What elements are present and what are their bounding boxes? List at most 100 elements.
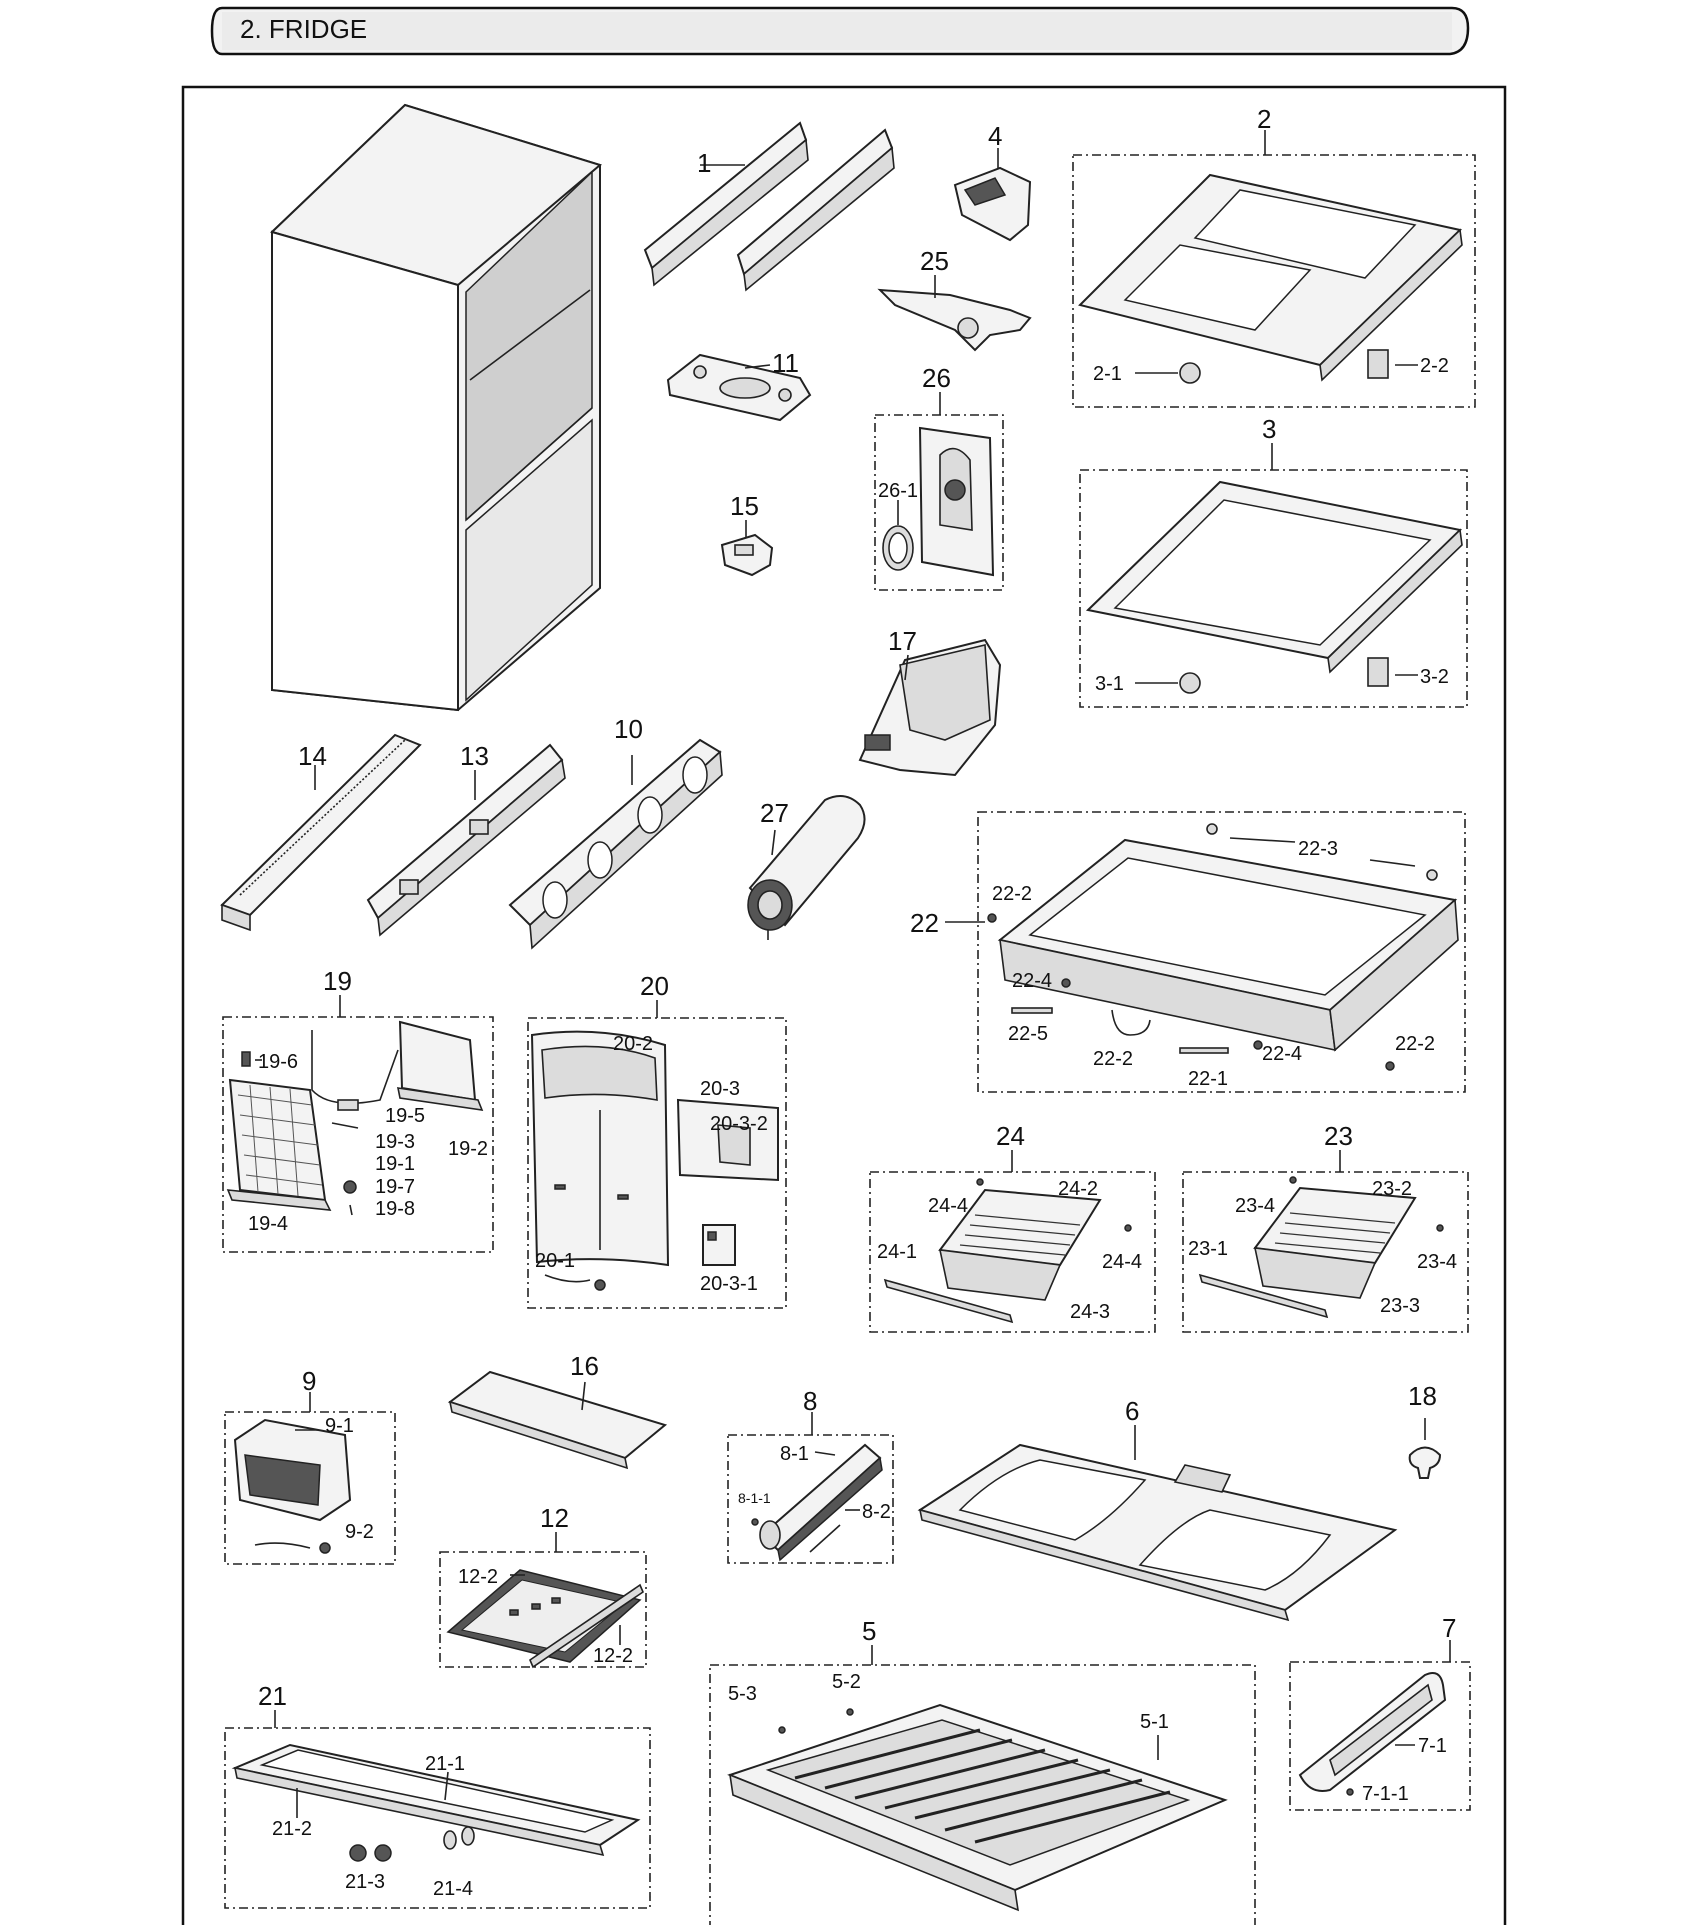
callout-19-6: 19-6	[258, 1051, 298, 1073]
callout-19-4: 19-4	[248, 1213, 288, 1235]
callout-5-2: 5-2	[832, 1671, 861, 1693]
callout-21-4: 21-4	[433, 1878, 473, 1900]
callout-20-3-2: 20-3-2	[710, 1113, 768, 1135]
callout-12: 12	[540, 1503, 569, 1533]
callout-3-2: 3-2	[1420, 666, 1449, 688]
callout-3: 3	[1262, 414, 1276, 444]
callout-8-1: 8-1	[780, 1443, 809, 1465]
callout-26-1: 26-1	[878, 480, 918, 502]
callout-16: 16	[570, 1351, 599, 1381]
callout-24-2: 24-2	[1058, 1178, 1098, 1200]
callout-22-3: 22-3	[1298, 838, 1338, 860]
callout-3-1: 3-1	[1095, 673, 1124, 695]
callout-14: 14	[298, 741, 327, 771]
callout-24-1: 24-1	[877, 1241, 917, 1263]
callout-23: 23	[1324, 1121, 1353, 1151]
callout-12-2-top: 12-2	[458, 1566, 498, 1588]
callout-13: 13	[460, 741, 489, 771]
part-21-cover	[231, 1743, 641, 1862]
callout-22: 22	[910, 908, 939, 938]
callout-24-3: 24-3	[1070, 1301, 1110, 1323]
part-10	[508, 738, 723, 950]
callout-8: 8	[803, 1386, 817, 1416]
part-26	[882, 426, 995, 577]
callout-20-3-1: 20-3-1	[700, 1273, 758, 1295]
section-header: 2. FRIDGE	[210, 6, 1470, 56]
callout-22-5: 22-5	[1008, 1023, 1048, 1045]
callout-23-3: 23-3	[1380, 1295, 1420, 1317]
callout-1: 1	[697, 148, 711, 178]
part-8-guide	[751, 1443, 883, 1562]
callout-22-1: 22-1	[1188, 1068, 1228, 1090]
callout-26: 26	[922, 363, 951, 393]
part-1-rails	[643, 121, 895, 292]
part-6-shelf	[917, 1425, 1398, 1622]
part-14	[220, 733, 422, 932]
assembly-box-24	[869, 1171, 1156, 1333]
callout-22-4-left: 22-4	[1012, 970, 1052, 992]
callout-24: 24	[996, 1121, 1025, 1151]
callout-19-3: 19-3	[375, 1131, 415, 1153]
callout-20-2: 20-2	[613, 1033, 653, 1055]
part-23-crisper	[1198, 1176, 1444, 1319]
callout-17: 17	[888, 626, 917, 656]
callout-21: 21	[258, 1681, 287, 1711]
callout-22-2-right: 22-2	[1395, 1033, 1435, 1055]
callout-9: 9	[302, 1366, 316, 1396]
assembly-box-22	[977, 811, 1466, 1093]
callout-18: 18	[1408, 1381, 1437, 1411]
assembly-box-23	[1182, 1171, 1469, 1333]
assembly-box-3	[1079, 469, 1468, 708]
callout-21-1: 21-1	[425, 1753, 465, 1775]
diagram-frame	[181, 85, 1507, 1925]
callout-23-4-right: 23-4	[1417, 1251, 1457, 1273]
callout-9-1: 9-1	[325, 1415, 354, 1437]
assembly-box-2	[1072, 154, 1476, 408]
callout-19-2: 19-2	[448, 1138, 488, 1160]
callout-2-2: 2-2	[1420, 355, 1449, 377]
callout-27: 27	[760, 798, 789, 828]
part-22-shelf	[945, 823, 1459, 1071]
part-16-cover	[447, 1370, 668, 1470]
section-title: 2. FRIDGE	[240, 14, 367, 44]
assembly-box-12	[439, 1551, 647, 1668]
assembly-box-19	[222, 1016, 494, 1253]
part-24-crisper	[883, 1178, 1132, 1324]
part-15	[720, 520, 774, 577]
callout-5-3: 5-3	[728, 1683, 757, 1705]
callout-21-2: 21-2	[272, 1818, 312, 1840]
fridge-cabinet	[270, 103, 603, 712]
assembly-box-21	[224, 1727, 651, 1909]
callout-19-7: 19-7	[375, 1176, 415, 1198]
callout-19: 19	[323, 966, 352, 996]
callout-5: 5	[862, 1616, 876, 1646]
callout-25: 25	[920, 246, 949, 276]
callout-19-8: 19-8	[375, 1198, 415, 1220]
part-12-panel	[446, 1569, 644, 1669]
part-3-shelf	[1085, 480, 1463, 694]
callout-7-1: 7-1	[1418, 1735, 1447, 1757]
callout-10: 10	[614, 714, 643, 744]
callout-5-1: 5-1	[1140, 1711, 1169, 1733]
part-7-cover	[1298, 1672, 1447, 1796]
callout-22-4-right: 22-4	[1262, 1043, 1302, 1065]
part-5-drawer	[727, 1703, 1228, 1912]
assembly-box-26	[874, 414, 1004, 591]
part-19-basket	[226, 1020, 484, 1216]
callout-20-1: 20-1	[535, 1250, 575, 1272]
callout-7: 7	[1442, 1613, 1456, 1643]
callout-15: 15	[730, 491, 759, 521]
assembly-box-8	[727, 1434, 894, 1564]
callout-4: 4	[988, 121, 1002, 151]
callout-2-1: 2-1	[1093, 363, 1122, 385]
assembly-box-7	[1289, 1661, 1471, 1811]
callout-11: 11	[772, 348, 799, 378]
callout-24-4-right: 24-4	[1102, 1251, 1142, 1273]
callout-23-1: 23-1	[1188, 1238, 1228, 1260]
callout-20-3: 20-3	[700, 1078, 740, 1100]
callout-7-1-1: 7-1-1	[1362, 1783, 1409, 1805]
callout-9-2: 9-2	[345, 1521, 374, 1543]
callout-24-4-left: 24-4	[928, 1195, 968, 1217]
part-17	[858, 638, 1002, 777]
